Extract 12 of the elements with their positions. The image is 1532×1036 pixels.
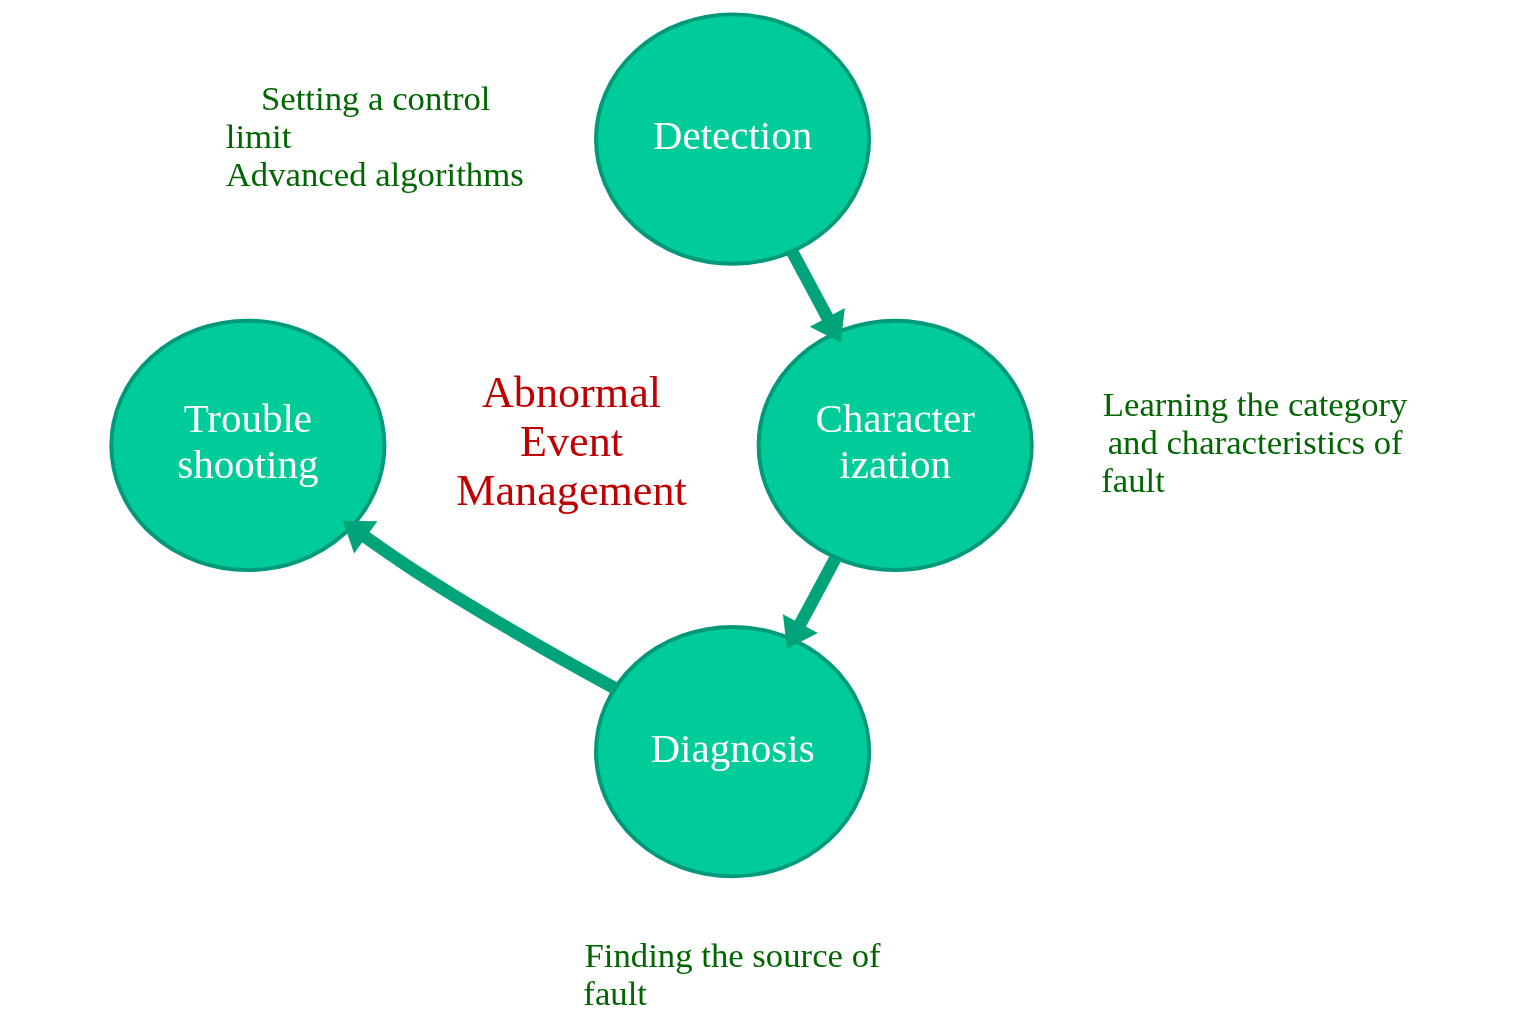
arrow: [786, 248, 845, 343]
node-circle: Detection: [593, 12, 871, 266]
node-label: Advanced algorithms: [225, 154, 524, 194]
node-circle: Diagnosis: [593, 624, 871, 879]
node-circle: Character ization: [756, 318, 1034, 573]
node-label: Setting a control limit: [225, 79, 491, 156]
node-label: Finding the source of fault: [582, 936, 881, 1014]
arrow: [782, 555, 841, 649]
arrow: [342, 520, 618, 694]
node-label: Learning the category and characteristics of fault: [1100, 385, 1407, 501]
label: Abnormal Event Management: [455, 368, 687, 516]
node-circle: Trouble shooting: [108, 318, 386, 573]
